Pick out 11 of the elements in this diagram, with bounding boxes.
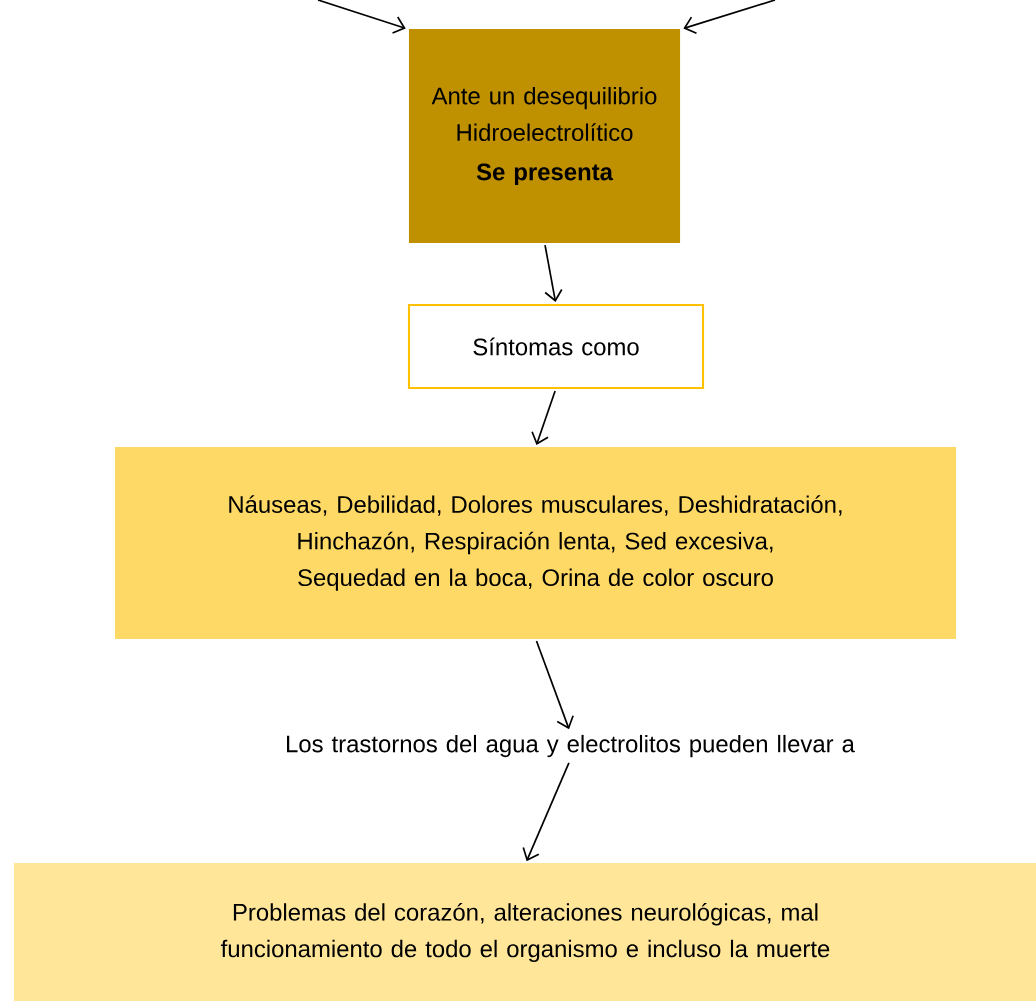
bare-text: Los trastornos del agua y electrolitos pueden llevar a bbox=[287, 734, 855, 758]
arrow bbox=[683, 0, 776, 35]
process-box: Náuseas, Debilidad, Dolores musculares, Deshidratación, Hinchazón, Respiración lenta, Sed excesiva, Sequedad en la boca, Orina de color oscuro bbox=[114, 446, 957, 640]
arrow bbox=[522, 761, 570, 862]
process-box: Ante un desequilibrio Hidroelectrolítico Se presenta bbox=[408, 28, 681, 244]
process-box: Problemas del corazón, alteraciones neurológicas, mal funcionamiento de todo el organismo e incluso la muerte bbox=[13, 862, 1036, 1001]
arrow bbox=[544, 244, 563, 302]
arrow bbox=[535, 640, 574, 730]
process-box: Síntomas como bbox=[407, 303, 705, 390]
arrow bbox=[317, 0, 406, 34]
arrow bbox=[531, 390, 556, 446]
